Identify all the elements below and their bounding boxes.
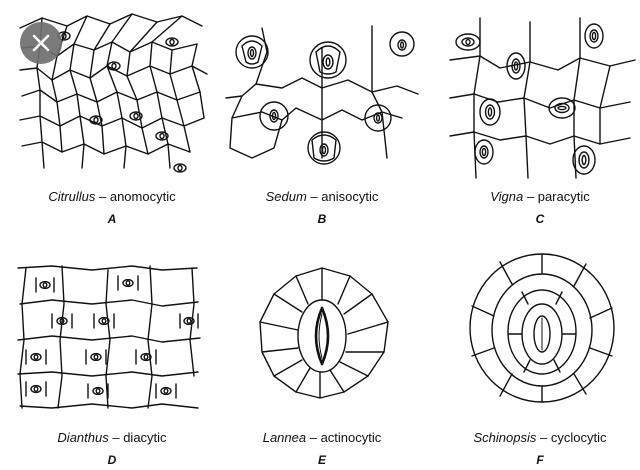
caption-a: Citrullus – anomocytic: [12, 189, 212, 204]
close-button[interactable]: [20, 22, 62, 64]
letter-b: B: [307, 212, 337, 226]
caption-d: Dianthus – diacytic: [12, 430, 212, 445]
close-icon: [20, 22, 62, 64]
panel-b-anisocytic: Sedum – anisocytic B: [222, 8, 422, 228]
letter-c: C: [525, 212, 555, 226]
caption-e: Lannea – actinocytic: [222, 430, 422, 445]
caption-c: Vigna – paracytic: [440, 189, 640, 204]
cyclocytic-cells-drawing: [440, 248, 640, 428]
caption-b: Sedum – anisocytic: [222, 189, 422, 204]
letter-d: D: [97, 453, 127, 467]
actinocytic-cells-drawing: [222, 248, 422, 428]
letter-f: F: [525, 453, 555, 467]
panel-f-cyclocytic: Schinopsis – cyclocytic F: [440, 248, 640, 468]
letter-a: A: [97, 212, 127, 226]
paracytic-cells-drawing: [440, 8, 640, 188]
panel-d-diacytic: Dianthus – diacytic D: [12, 248, 212, 468]
anisocytic-cells-drawing: [222, 8, 422, 188]
diacytic-cells-drawing: [12, 248, 212, 428]
caption-f: Schinopsis – cyclocytic: [440, 430, 640, 445]
panel-e-actinocytic: Lannea – actinocytic E: [222, 248, 422, 468]
panel-c-paracytic: Vigna – paracytic C: [440, 8, 640, 228]
letter-e: E: [307, 453, 337, 467]
